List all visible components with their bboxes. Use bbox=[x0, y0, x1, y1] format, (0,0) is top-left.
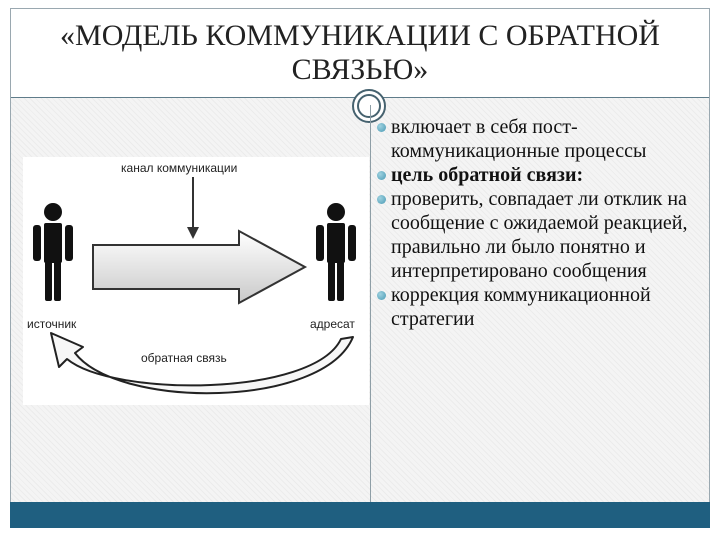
bullet-dot-icon bbox=[377, 123, 386, 132]
communication-diagram: канал коммуникации источник адресат обра… bbox=[23, 157, 369, 405]
source-label: источник bbox=[27, 317, 77, 331]
title-box: «МОДЕЛЬ КОММУНИКАЦИИ С ОБРАТНОЙ СВЯЗЬЮ» bbox=[11, 9, 709, 98]
channel-arrow-head-icon bbox=[187, 227, 199, 239]
bullet-item: цель обратной связи: bbox=[377, 163, 707, 187]
feedback-label: обратная связь bbox=[141, 351, 227, 365]
divider-line bbox=[370, 105, 371, 509]
slide-title: «МОДЕЛЬ КОММУНИКАЦИИ С ОБРАТНОЙ СВЯЗЬЮ» bbox=[11, 19, 709, 87]
bullet-text: проверить, совпадает ли отклик на сообще… bbox=[391, 188, 688, 282]
bullet-item: включает в себя пост-коммуникационные пр… bbox=[377, 115, 707, 163]
diagram-graphic bbox=[33, 177, 356, 395]
bullet-text: коррекция коммуникационной стратегии bbox=[391, 284, 651, 330]
feedback-arrow-icon bbox=[50, 332, 354, 395]
footer-bar bbox=[10, 502, 710, 528]
ring-ornament-icon bbox=[352, 89, 386, 123]
bullet-item: коррекция коммуникационной стратегии bbox=[377, 283, 707, 331]
bullet-dot-icon bbox=[377, 171, 386, 180]
slide-title-line-1: «МОДЕЛЬ КОММУНИКАЦИИ С ОБРАТНОЙ bbox=[60, 19, 660, 52]
bullet-item: проверить, совпадает ли отклик на сообще… bbox=[377, 187, 707, 283]
receiver-person-icon bbox=[316, 203, 356, 301]
message-arrow-icon bbox=[92, 229, 308, 305]
slide-title-line-2: СВЯЗЬЮ» bbox=[291, 53, 429, 86]
slide-frame: «МОДЕЛЬ КОММУНИКАЦИИ С ОБРАТНОЙ СВЯЗЬЮ» bbox=[10, 8, 710, 528]
bullet-list: включает в себя пост-коммуникационные пр… bbox=[377, 115, 707, 331]
bullet-dot-icon bbox=[377, 291, 386, 300]
channel-label: канал коммуникации bbox=[121, 161, 238, 175]
bullet-text: включает в себя пост-коммуникационные пр… bbox=[391, 116, 647, 162]
source-person-icon bbox=[33, 203, 73, 301]
bullet-dot-icon bbox=[377, 195, 386, 204]
receiver-label: адресат bbox=[310, 317, 355, 331]
bullet-text: цель обратной связи: bbox=[391, 164, 584, 186]
